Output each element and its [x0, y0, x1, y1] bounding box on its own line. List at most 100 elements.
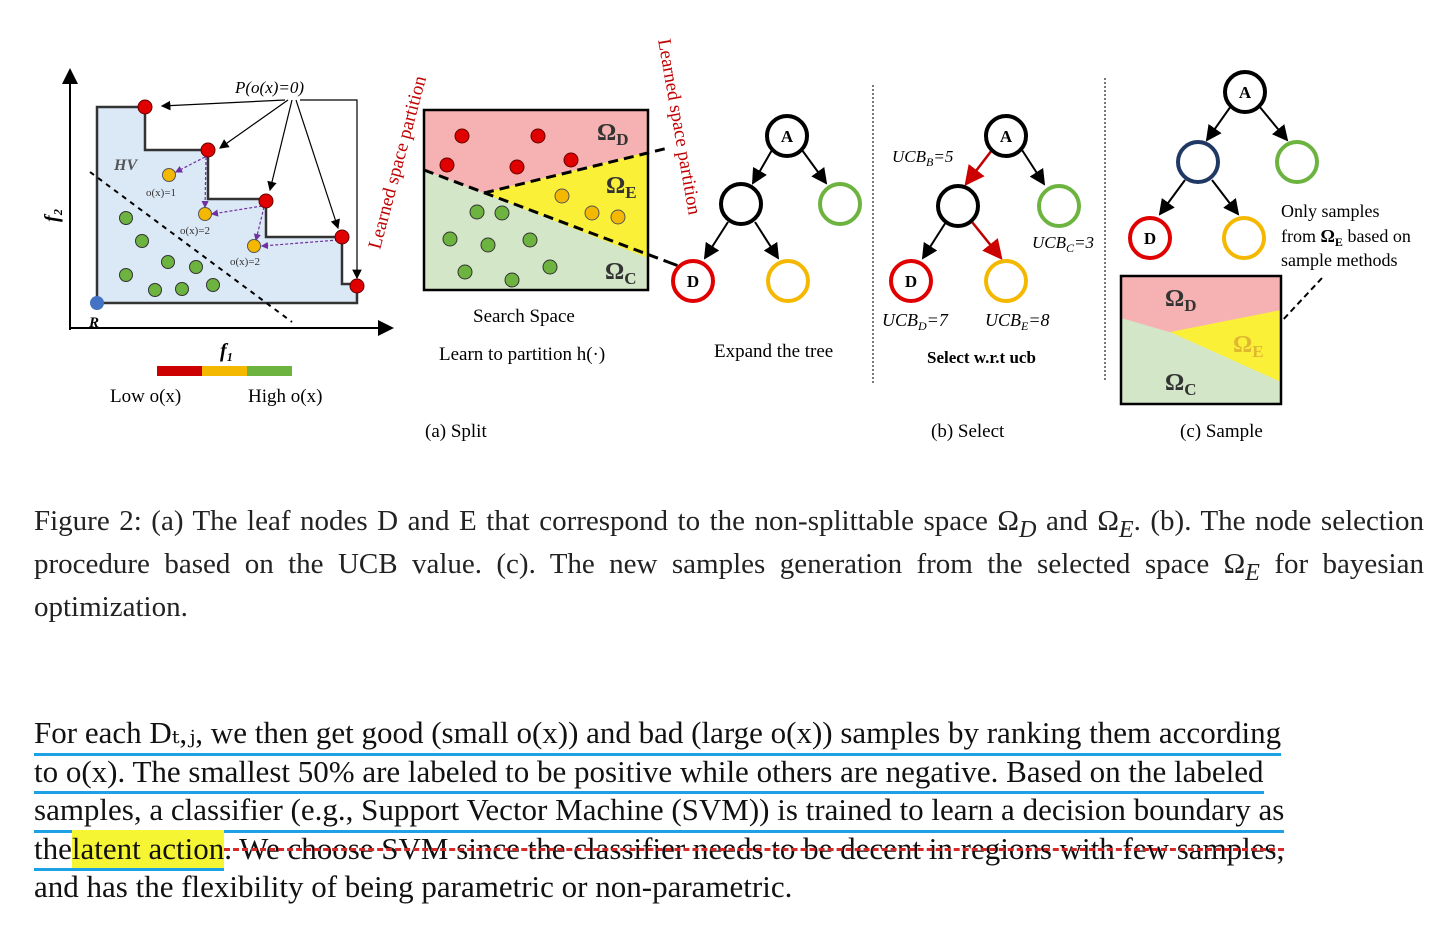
node-a [765, 114, 809, 158]
green-sample [542, 259, 558, 275]
low-point [175, 282, 189, 296]
line-text: the [34, 830, 72, 871]
caption-sub-e2: E [1245, 558, 1260, 586]
legend-high: High o(x) [248, 386, 322, 407]
learn-partition-label: Learn to partition h(·) [439, 344, 605, 365]
ucb-b: UCBB=5 [892, 147, 953, 169]
o1-label: o(x)=1 [146, 187, 176, 199]
caption-text4: for bayesian optimization. [34, 547, 1424, 623]
low-point [161, 255, 175, 269]
line-text: For each Dₜ,ⱼ, we then get good (small o… [34, 714, 1282, 756]
caption-text1: (a) The leaf nodes D and E that correspo… [141, 505, 1019, 537]
expand-tree-label: Expand the tree [714, 341, 833, 362]
caption-text2: and Ω [1036, 505, 1119, 537]
figure-caption: Figure 2: (a) The leaf nodes D and E tha… [34, 504, 1424, 624]
pareto-plot: HV P(o(x)=0) o(x)=1 o(x)=2 o(x)=2 [41, 68, 394, 407]
green-sample [480, 237, 496, 253]
pareto-label: P(o(x)=0) [234, 78, 304, 97]
red-sample [563, 152, 579, 168]
rotated-label-right: Learned space partition [653, 37, 705, 217]
hv-label: HV [113, 157, 138, 174]
green-sample [504, 272, 520, 288]
select-label: Select w.r.t ucb [927, 348, 1036, 367]
node-b [936, 184, 980, 228]
o2-label-a: o(x)=2 [180, 225, 210, 237]
note-line3: sample methods [1281, 250, 1397, 270]
reference-point [90, 296, 104, 310]
pareto-point [349, 278, 365, 294]
node-d-label: D [905, 272, 917, 291]
ucb-c: UCBC=3 [1032, 233, 1094, 255]
low-point [148, 283, 162, 297]
red-sample [454, 128, 470, 144]
node-a-label: A [781, 127, 794, 146]
legend-swatch-low [157, 366, 202, 376]
green-sample [522, 232, 538, 248]
x-axis-label: f₁ [220, 340, 234, 362]
node-d-label: D [1144, 229, 1156, 248]
node-a-label: A [1239, 83, 1252, 102]
search-space: Learned space partition Learned space pa… [365, 37, 705, 365]
caption-text3: . (b). The node selection procedure base… [34, 505, 1424, 580]
node-e [1222, 216, 1266, 260]
low-point [189, 260, 203, 274]
pareto-point [137, 99, 153, 115]
paragraph-line: the latent action. We choose SVM since t… [34, 829, 1424, 871]
caption-b: (b) Select [931, 421, 1005, 442]
pareto-point [334, 229, 350, 245]
node-d [889, 259, 933, 303]
low-point [119, 211, 133, 225]
node-b [719, 182, 763, 226]
paragraph-line: to o(x). The smallest 50% are labeled to… [34, 753, 1424, 794]
ref-label: R [88, 315, 99, 331]
paragraph-line: and has the flexibility of being paramet… [34, 868, 1424, 907]
node-e [984, 259, 1028, 303]
rotated-label-left: Learned space partition [365, 73, 432, 251]
node-c [1037, 184, 1081, 228]
line-text: samples, a classifier (e.g., Support Vec… [34, 791, 1285, 833]
green-sample [494, 205, 510, 221]
pareto-point [258, 193, 274, 209]
legend-low: Low o(x) [110, 386, 181, 407]
figure: HV P(o(x)=0) o(x)=1 o(x)=2 o(x)=2 [41, 37, 1411, 442]
node-a-label: A [1000, 127, 1013, 146]
green-sample [469, 204, 485, 220]
tree-expand: A D Expand the tree [671, 114, 862, 362]
line-text: to o(x). The smallest 50% are labeled to… [34, 753, 1264, 794]
caption-a: (a) Split [425, 421, 487, 442]
green-sample [457, 264, 473, 280]
y-axis-label: f₂ [41, 208, 63, 222]
paragraph-line: For each Dₜ,ⱼ, we then get good (small o… [34, 714, 1424, 756]
caption-label: Figure 2: [34, 505, 142, 537]
highlighted-text: latent action [71, 829, 225, 871]
tree-sample: A D Only samples from ΩE based on sample… [1119, 70, 1411, 406]
red-sample [439, 157, 455, 173]
green-sample [442, 231, 458, 247]
line-text: and has the flexibility of being paramet… [34, 869, 793, 904]
note-line2: from ΩE based on [1281, 226, 1411, 249]
node-a [1223, 70, 1267, 114]
red-sample [509, 159, 525, 175]
caption-sub-e: E [1118, 515, 1134, 543]
node-c [818, 182, 862, 226]
yellow-sample [554, 188, 570, 204]
struck-text: . We choose SVM since the classifier nee… [224, 830, 1285, 866]
red-sample [530, 128, 546, 144]
legend-swatch-high [247, 366, 292, 376]
ucb-d: UCBD=7 [882, 310, 949, 333]
paragraph-line: samples, a classifier (e.g., Support Vec… [34, 791, 1424, 833]
legend-swatch-mid [202, 366, 247, 376]
node-e [766, 259, 810, 303]
node-c [1275, 140, 1319, 184]
mid-point [162, 168, 176, 182]
ucb-e: UCBE=8 [985, 310, 1050, 333]
body-paragraph: For each Dₜ,ⱼ, we then get good (small o… [34, 714, 1424, 907]
node-a [984, 114, 1028, 158]
yellow-sample [584, 205, 600, 221]
node-b [1176, 140, 1220, 184]
mid-point [198, 207, 212, 221]
node-d [671, 259, 715, 303]
note-line1: Only samples [1281, 201, 1380, 221]
low-point [119, 268, 133, 282]
o2-label-b: o(x)=2 [230, 256, 260, 268]
